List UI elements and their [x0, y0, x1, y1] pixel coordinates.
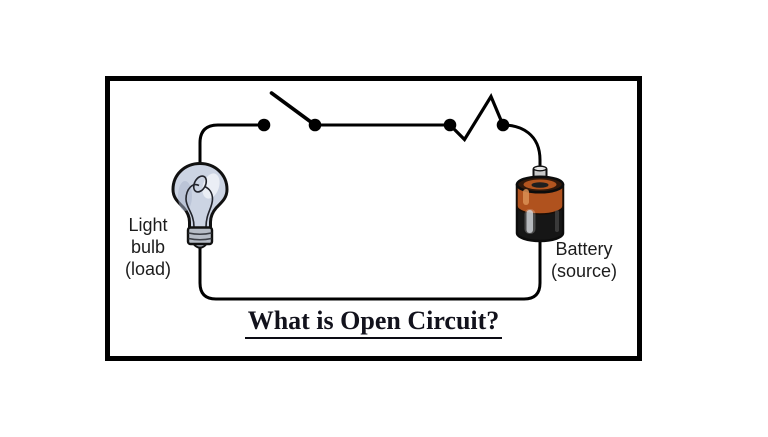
battery-icon — [515, 165, 565, 243]
bulb-shade — [178, 181, 192, 211]
battery-terminal-top — [532, 165, 548, 172]
switch-lever — [269, 91, 317, 127]
switch-terminal-right — [308, 118, 322, 132]
battery-body-highlight — [526, 210, 533, 233]
battery-top-center — [531, 182, 549, 188]
bulb-base-tip — [191, 243, 209, 249]
battery-label: Battery (source) — [550, 239, 617, 281]
light-bulb-icon — [171, 162, 229, 249]
bulb-base — [186, 226, 214, 246]
bulb-filament-loop — [192, 175, 208, 193]
wire-break-icon — [443, 93, 510, 143]
break-terminal-right — [496, 118, 510, 132]
circuit-wire — [198, 123, 542, 301]
diagram-title: What is Open Circuit? — [244, 306, 503, 339]
bulb-base-ridge — [188, 237, 212, 241]
break-terminal-left — [443, 118, 457, 132]
diagram-title-row: What is Open Circuit? — [108, 306, 639, 339]
wire-break-zigzag — [448, 93, 505, 143]
battery-body-edge-sheen — [555, 210, 559, 232]
bulb-base-ridge — [188, 232, 212, 236]
open-switch-icon — [257, 91, 322, 132]
diagram-frame — [105, 76, 642, 361]
light-bulb-label: Light bulb (load) — [124, 215, 172, 279]
switch-terminal-left — [257, 118, 271, 132]
bulb-filament-right — [204, 185, 214, 228]
battery-band-highlight — [523, 189, 529, 205]
